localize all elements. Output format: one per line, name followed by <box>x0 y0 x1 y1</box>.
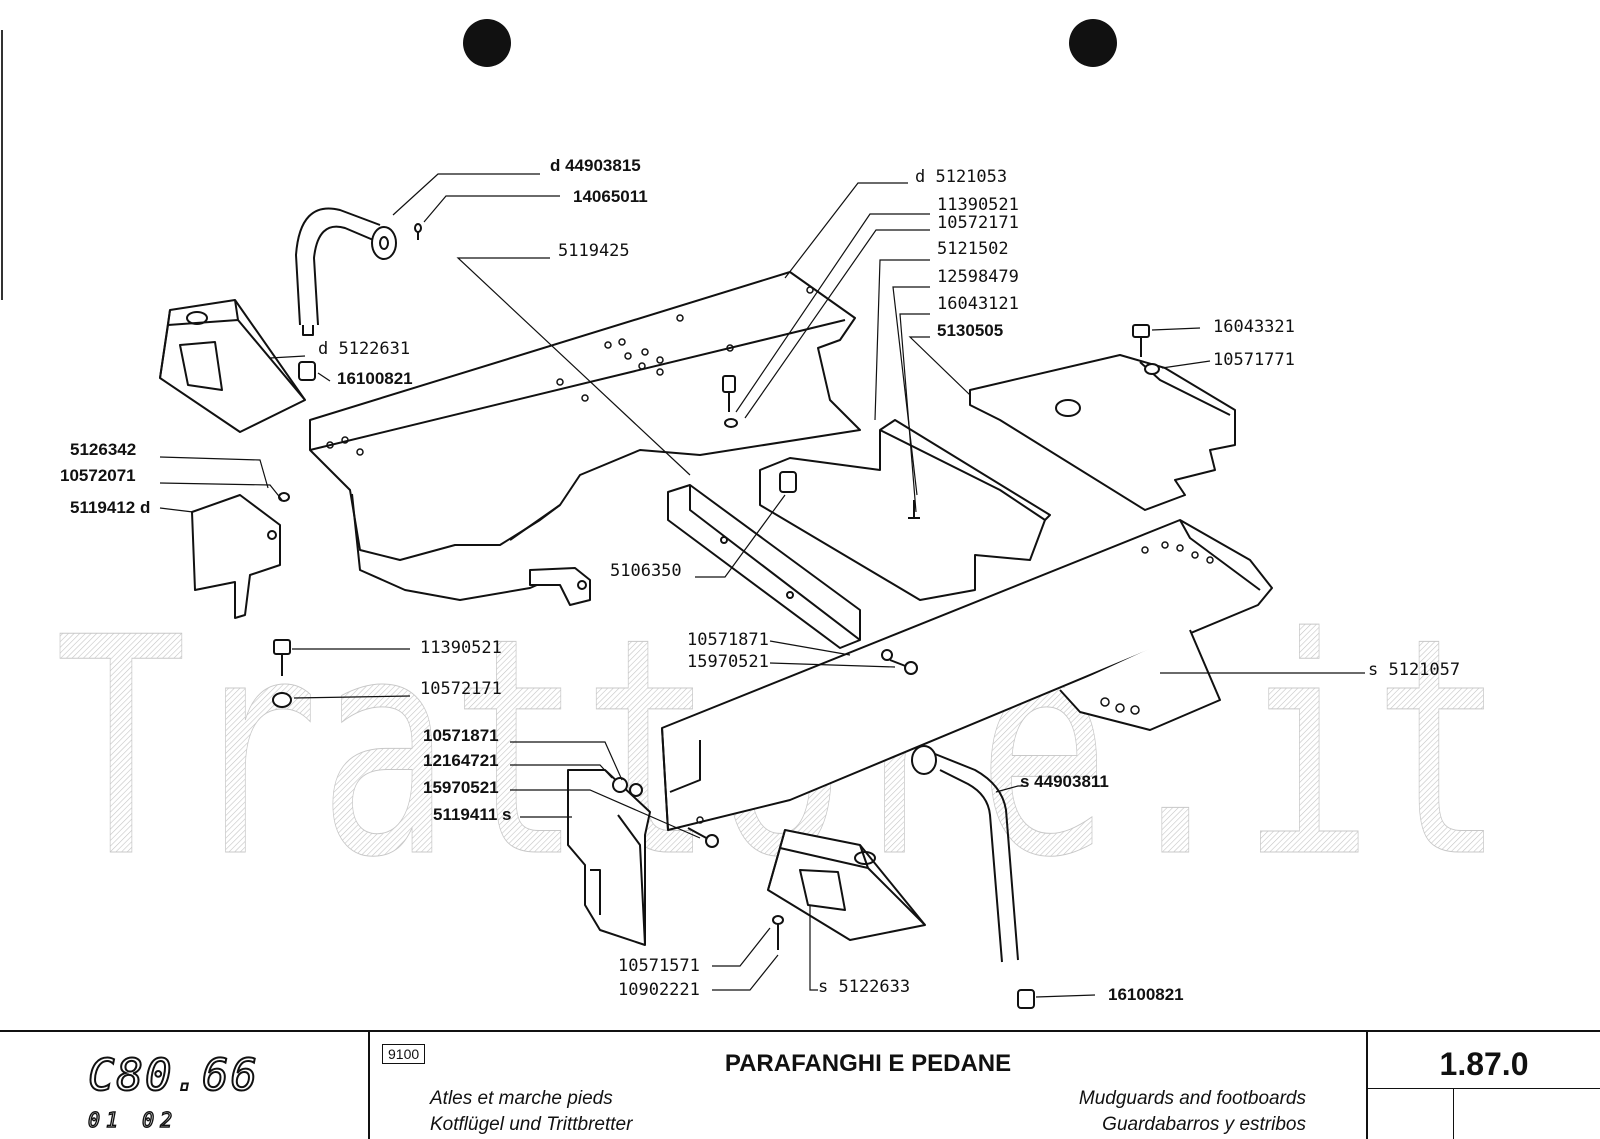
nut-16100821-top <box>298 361 316 381</box>
left-footboard <box>309 271 861 561</box>
model-cell: C80.66 01 02 <box>0 1032 370 1139</box>
handle-mount-left <box>371 226 397 260</box>
page-cell: 1.87.0 <box>1368 1032 1600 1139</box>
title-german: Kotflügel und Trittbretter <box>430 1114 633 1135</box>
callout-6: 10572171 <box>937 213 1019 233</box>
right-rear-plate <box>969 354 1236 511</box>
callout-5: 11390521 <box>937 195 1019 215</box>
title-cell: 9100 PARAFANGHI E PEDANE Atles et marche… <box>370 1032 1368 1139</box>
punch-hole-left <box>463 19 511 67</box>
bolt-16043321 <box>1132 324 1150 338</box>
callout-4: d 5121053 <box>915 167 1007 187</box>
title-french: Atles et marche pieds <box>430 1088 613 1109</box>
callout-1: d 44903815 <box>550 156 641 175</box>
callout-2: 14065011 <box>573 187 648 206</box>
page-number: 1.87.0 <box>1439 1046 1529 1082</box>
left-front-bracket <box>567 769 651 946</box>
callout-13: d 5122631 <box>318 339 410 359</box>
left-grab-handle <box>295 207 381 326</box>
callout-22: 15970521 <box>687 652 769 672</box>
handle-mount-right <box>911 745 937 775</box>
model-variant: 01 02 <box>87 1107 179 1132</box>
callout-29: 10571571 <box>618 956 700 976</box>
title-italian: PARAFANGHI E PEDANE <box>724 1050 1012 1077</box>
callout-28: s 44903811 <box>1020 772 1109 791</box>
callout-20: 10572171 <box>420 679 502 699</box>
left-rear-bracket <box>191 494 281 619</box>
fasteners <box>272 223 918 950</box>
callout-18: 5106350 <box>610 561 682 581</box>
callout-26: 15970521 <box>423 778 499 797</box>
platform-bracket <box>529 567 591 606</box>
callout-30: 10902221 <box>618 980 700 1000</box>
callout-17: 5119412 d <box>70 498 150 517</box>
callout-3: 5119425 <box>558 241 630 261</box>
nut-16100821-bottom <box>1017 989 1035 1009</box>
plate-clip <box>779 471 797 493</box>
platform-holes <box>326 286 814 456</box>
callout-14: 16100821 <box>337 369 413 388</box>
callout-12: 10571771 <box>1213 350 1295 370</box>
callout-19: 11390521 <box>420 638 502 658</box>
callout-9: 16043121 <box>937 294 1019 314</box>
callout-15: 5126342 <box>70 440 136 459</box>
callout-25: 12164721 <box>423 751 499 770</box>
callout-23: s 5121057 <box>1368 660 1460 680</box>
title-block: C80.66 01 02 9100 PARAFANGHI E PEDANE At… <box>0 1030 1600 1139</box>
callout-8: 12598479 <box>937 267 1019 287</box>
callout-27: 5119411 s <box>433 805 511 824</box>
center-plate <box>759 429 1046 601</box>
right-mudguard <box>661 519 1273 831</box>
callout-32: 16100821 <box>1108 985 1184 1004</box>
callout-24: 10571871 <box>423 726 499 745</box>
mudguard-holes <box>696 541 1214 824</box>
title-spanish: Guardabarros y estribos <box>1102 1114 1306 1135</box>
model-name: C80.66 <box>87 1049 259 1102</box>
title-english: Mudguards and footboards <box>1078 1088 1306 1109</box>
callout-11: 16043321 <box>1213 317 1295 337</box>
callout-31: s 5122633 <box>818 977 910 997</box>
leader-lines <box>159 173 1365 998</box>
right-grab-handle <box>929 751 1019 963</box>
group-code: 9100 <box>382 1044 426 1064</box>
callout-16: 10572071 <box>60 466 136 485</box>
washer-10571771 <box>1144 363 1160 375</box>
punch-hole-right <box>1069 19 1117 67</box>
callout-21: 10571871 <box>687 630 769 650</box>
callout-10: 5130505 <box>937 321 1003 340</box>
callout-7: 5121502 <box>937 239 1009 259</box>
